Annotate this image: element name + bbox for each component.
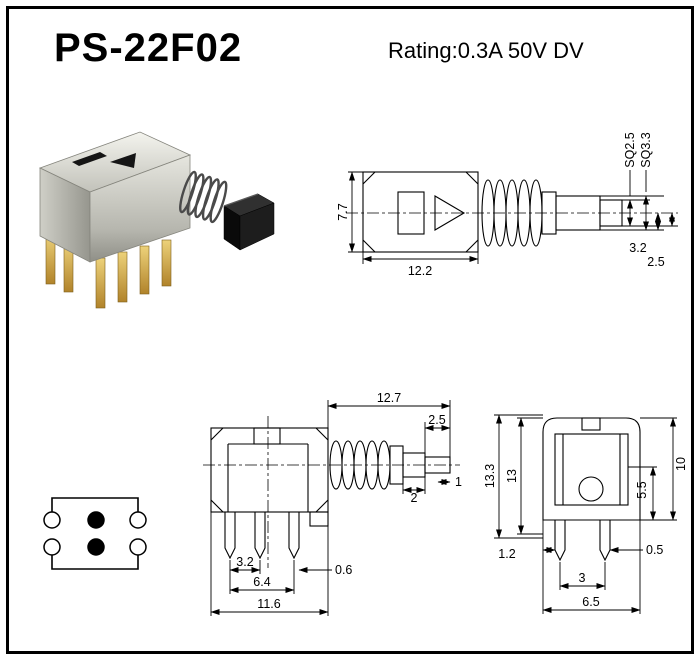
dim-6-5: 6.5 xyxy=(582,595,599,609)
dim-7-7: 7.7 xyxy=(338,203,350,220)
contact-open xyxy=(43,538,61,556)
part-number-title: PS-22F02 xyxy=(54,26,243,70)
dim-13-3: 13.3 xyxy=(485,464,497,488)
dim-sq3-3: SQ3.3 xyxy=(639,132,653,167)
contact-open xyxy=(43,511,61,529)
dim-6-4: 6.4 xyxy=(253,575,270,589)
schematic-links xyxy=(51,497,139,570)
end-view-outline xyxy=(542,417,641,562)
end-view-drawing: 13.3 13 10 5.5 1.2 0.5 3 6.5 xyxy=(485,414,688,614)
schematic-contacts xyxy=(43,511,147,556)
dim-11-6: 11.6 xyxy=(257,597,280,611)
dim-1: 1 xyxy=(455,475,462,489)
contact-open xyxy=(129,511,147,529)
dim-10: 10 xyxy=(674,457,688,471)
side-view-dimensions: 7.7 12.2 SQ2.5 SQ3.3 3.2 2.5 xyxy=(338,132,678,278)
dim-0-6: 0.6 xyxy=(335,563,352,577)
front-view-outline xyxy=(210,427,451,560)
dim-0-5: 0.5 xyxy=(646,543,663,557)
front-view-drawing: 12.7 2.5 2 1 3.2 0.6 6.4 11.6 xyxy=(203,391,462,616)
rating-text: Rating:0.3A 50V DV xyxy=(388,38,584,63)
dim-3-2: 3.2 xyxy=(629,241,646,255)
circuit-schematic xyxy=(43,497,147,570)
dim-12-2: 12.2 xyxy=(408,264,432,278)
contact-open xyxy=(129,538,147,556)
dim-13: 13 xyxy=(505,469,519,483)
dim-3: 3 xyxy=(579,571,586,585)
contact-common xyxy=(87,538,105,556)
switch-spring xyxy=(179,170,228,224)
side-view-drawing: 7.7 12.2 SQ2.5 SQ3.3 3.2 2.5 xyxy=(338,132,678,278)
product-photo xyxy=(38,131,275,309)
switch-body xyxy=(38,131,192,263)
dim-2-5: 2.5 xyxy=(647,255,664,269)
contact-common xyxy=(87,511,105,529)
dim-sq2-5: SQ2.5 xyxy=(623,132,637,167)
dim-2: 2 xyxy=(411,491,418,505)
top-face-markings xyxy=(72,152,136,168)
switch-pins xyxy=(45,233,172,309)
dim-12-7: 12.7 xyxy=(377,391,401,405)
dim-5-5: 5.5 xyxy=(635,481,649,498)
dim-3-2: 3.2 xyxy=(236,555,253,569)
switch-button xyxy=(223,193,275,251)
dim-2-5: 2.5 xyxy=(428,413,445,427)
front-view-dimensions: 12.7 2.5 2 1 3.2 0.6 6.4 11.6 xyxy=(210,391,462,616)
side-view-outline xyxy=(362,171,623,253)
dim-1-2: 1.2 xyxy=(498,547,515,561)
end-view-dimensions: 13.3 13 10 5.5 1.2 0.5 3 6.5 xyxy=(485,414,688,614)
